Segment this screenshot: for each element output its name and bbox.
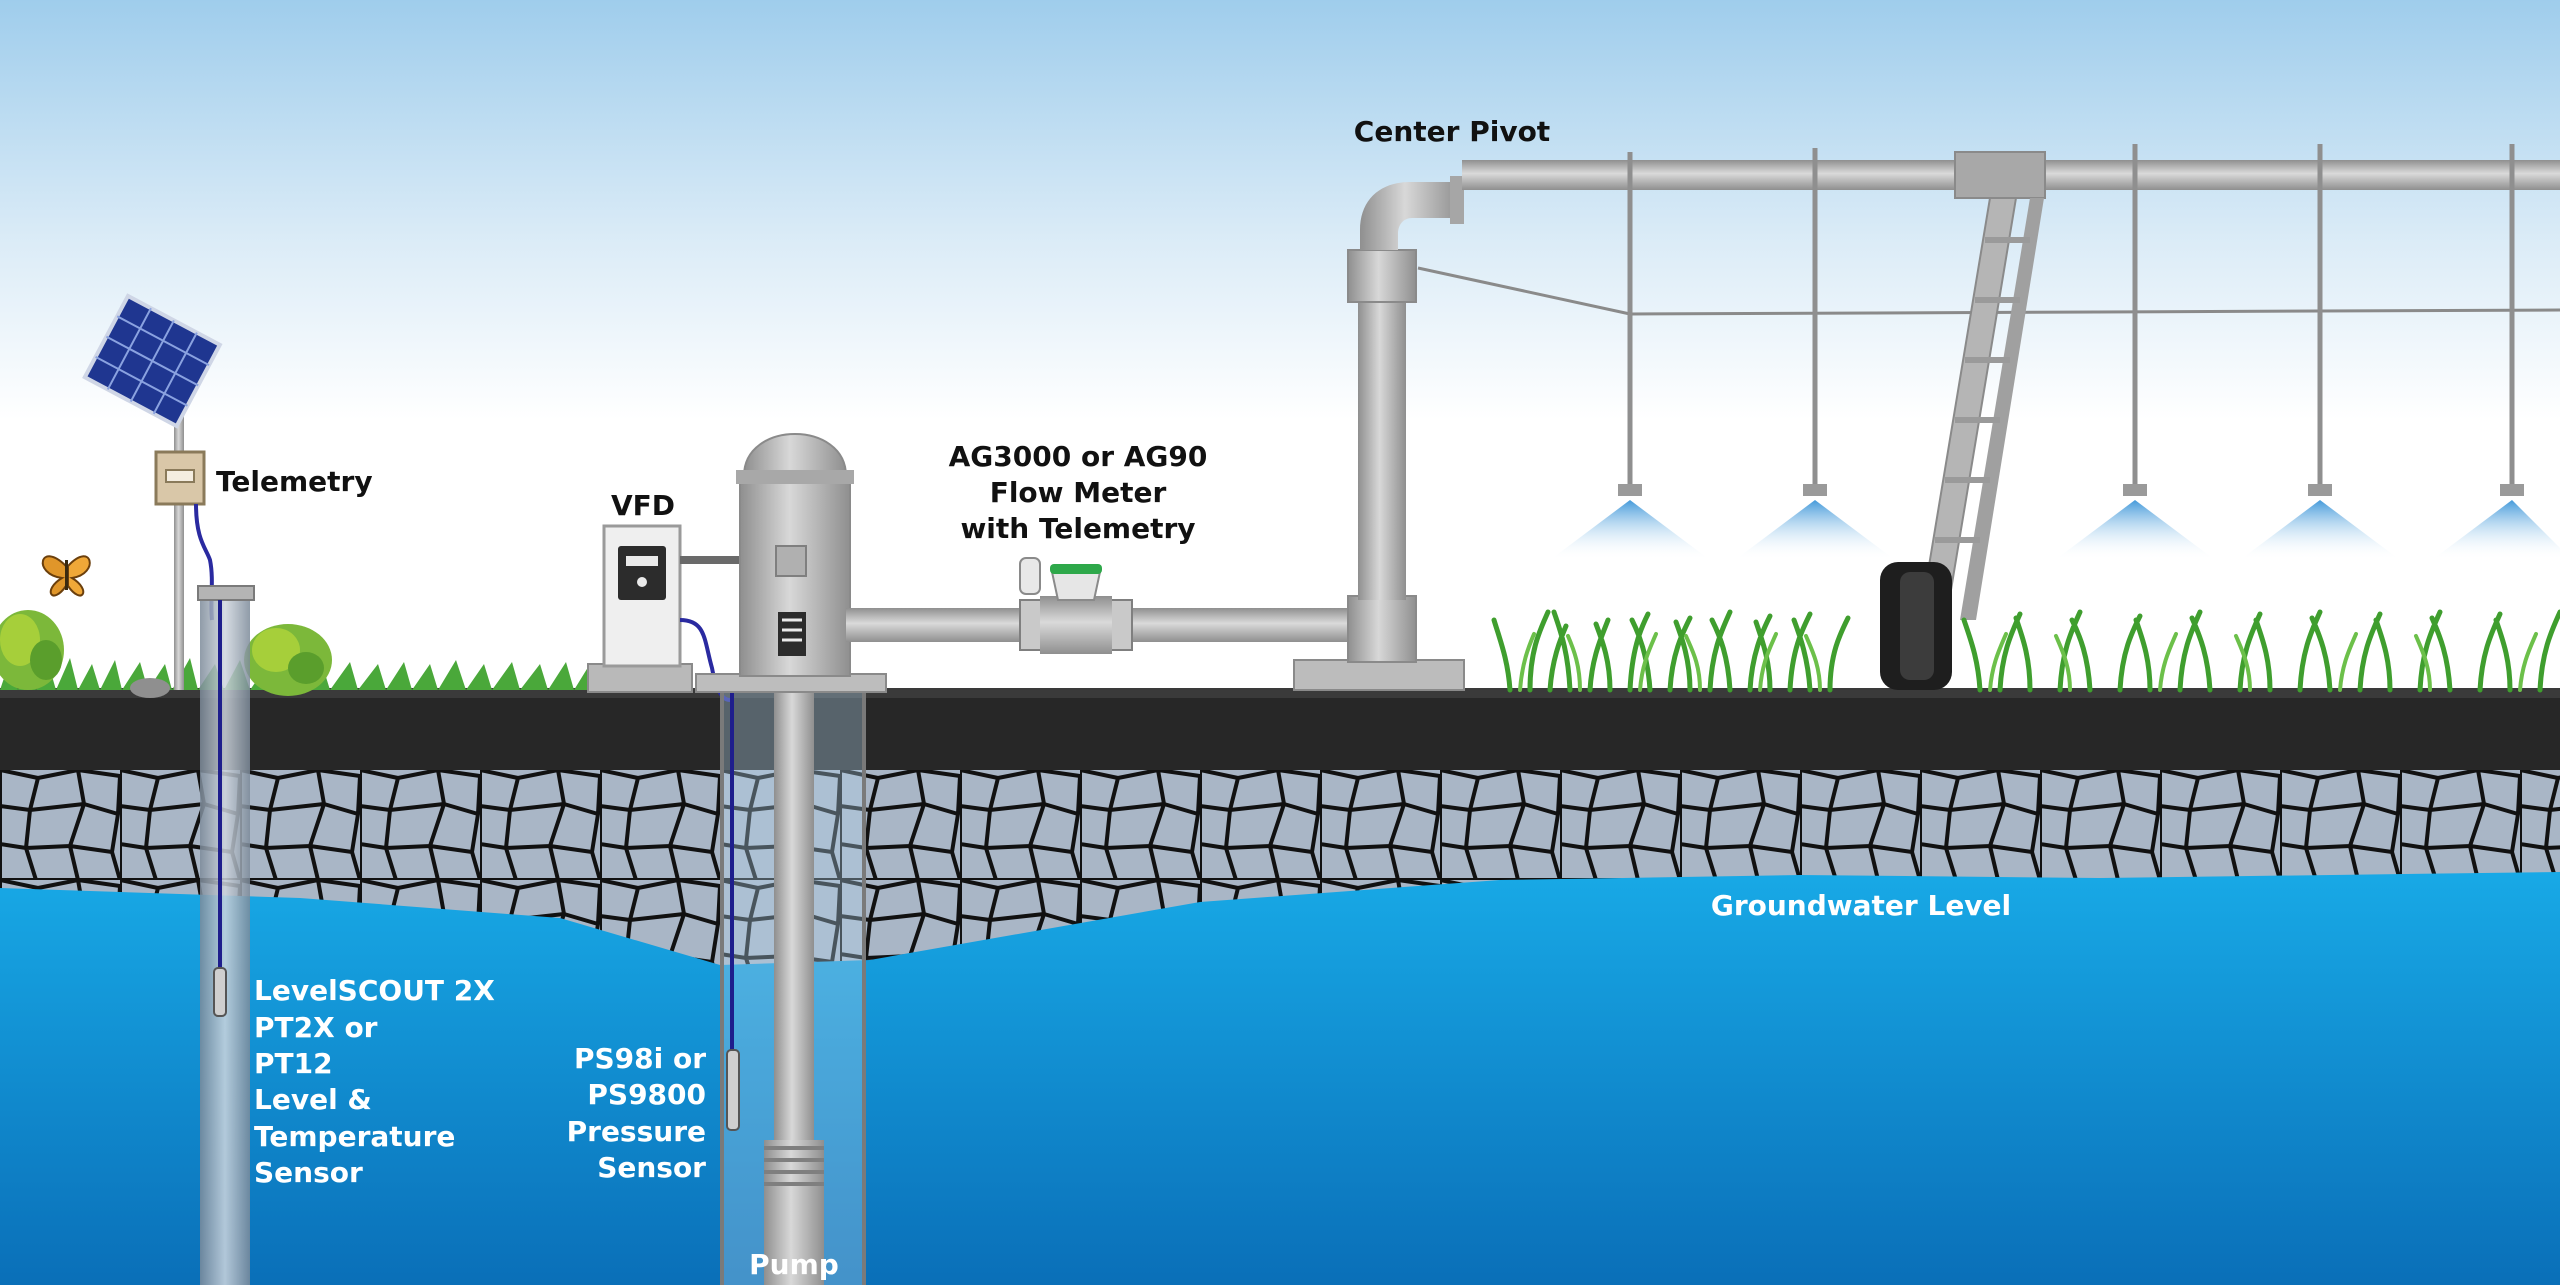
sprinkler-icon [1550, 152, 1710, 560]
sprinkler-icon [2055, 144, 2215, 560]
soil-layer [0, 688, 2560, 770]
label-center-pivot: Center Pivot [1354, 115, 1550, 148]
center-pivot [1293, 151, 2560, 691]
rock-stone [130, 678, 170, 698]
label-level-sensor-line-2: PT2X or [254, 1011, 378, 1044]
label-pump: Pump [749, 1248, 839, 1281]
level-sensor-probe [213, 967, 227, 1017]
pressure-sensor-probe [726, 1049, 740, 1131]
flow-meter-icon [1019, 557, 1133, 654]
crop-field-left [1491, 609, 1851, 693]
label-pressure-sensor-line-3: Pressure [567, 1115, 706, 1148]
label-level-sensor-line-6: Sensor [254, 1156, 363, 1189]
pump-column [774, 690, 814, 1150]
grass-strip [0, 655, 598, 690]
label-flow-meter-line-3: with Telemetry [960, 512, 1195, 545]
label-groundwater-level: Groundwater Level [1711, 889, 2011, 922]
label-pressure-sensor-line-2: PS9800 [587, 1078, 706, 1111]
label-level-sensor-line-5: Temperature [254, 1120, 455, 1153]
butterfly-icon [41, 555, 91, 597]
sky [0, 0, 2560, 700]
label-flow-meter-line-2: Flow Meter [990, 476, 1167, 509]
label-flow-meter-line-1: AG3000 or AG90 [949, 440, 1208, 473]
sprinkler-icon [2432, 144, 2560, 560]
label-telemetry: Telemetry [216, 465, 373, 498]
sprinkler-drops [1550, 144, 2560, 560]
label-pressure-sensor-line-1: PS98i or [574, 1042, 706, 1075]
label-pressure-sensor-line-4: Sensor [597, 1151, 706, 1184]
crop-field-right [1961, 609, 2560, 693]
pivot-wheel-icon [1880, 562, 1952, 690]
label-level-sensor-line-3: PT12 [254, 1047, 333, 1080]
shrub-right [244, 624, 332, 696]
label-level-sensor-line-4: Level & [254, 1083, 372, 1116]
sprinkler-icon [1735, 148, 1895, 560]
pump-body [764, 1140, 824, 1285]
pump-motor-icon [695, 433, 887, 693]
label-vfd: VFD [611, 489, 675, 522]
solar-panel-icon [82, 293, 223, 429]
vfd-panel-icon [587, 524, 740, 702]
monitoring-well [197, 585, 255, 1285]
sprinkler-icon [2240, 144, 2400, 560]
pump-well [720, 690, 866, 1285]
label-level-sensor-line-1: LevelSCOUT 2X [254, 974, 495, 1007]
groundwater [0, 872, 2560, 1285]
telemetry-pole [174, 370, 184, 690]
shrub-left [0, 610, 64, 690]
